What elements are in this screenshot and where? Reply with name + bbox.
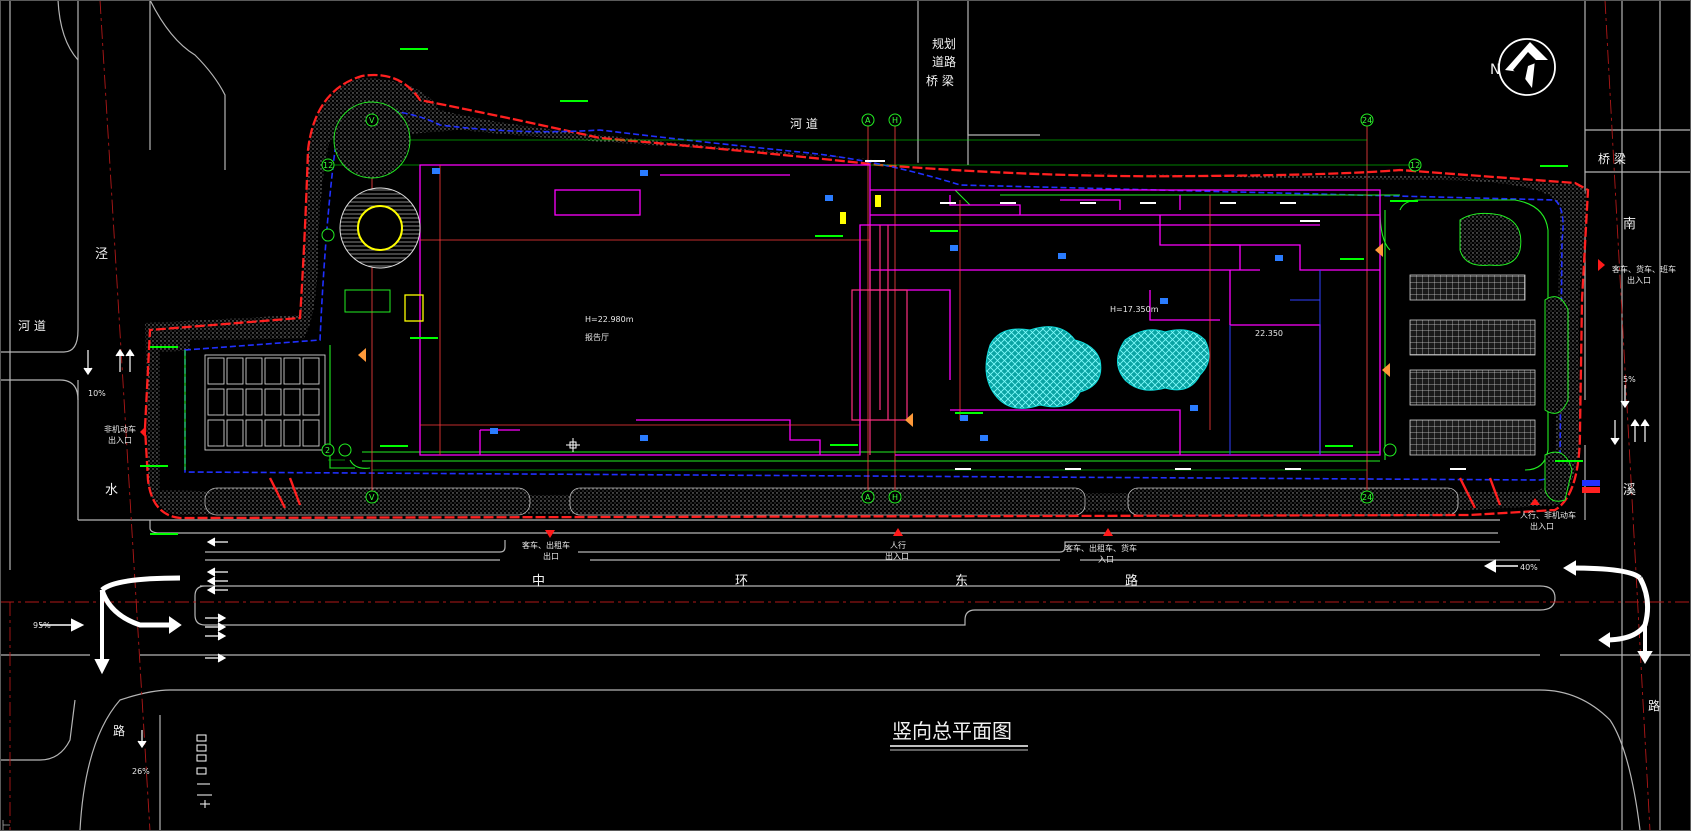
parking-stall (226, 357, 244, 385)
north-label: N (1490, 62, 1500, 78)
planned-road-label-2: 道路 (932, 54, 956, 69)
level-symbols (432, 168, 1283, 441)
slope-left-bottom: 26% (132, 767, 150, 776)
parking-stall (302, 419, 320, 447)
axis-24-bottom: 24 (1362, 493, 1372, 502)
parking-stall (264, 419, 282, 447)
parking-stall (302, 357, 320, 385)
road-lu-label: 路 (1125, 573, 1138, 589)
passenger-entry-2: 入口 (1098, 555, 1114, 564)
road-left-bottom-label: 路 (113, 723, 125, 738)
north-arrow (1498, 38, 1556, 96)
parking-stall (245, 388, 263, 416)
parking-stall (283, 419, 301, 447)
truck-entrance-2: 出入口 (1627, 275, 1651, 285)
axis-v-top: V (369, 116, 375, 125)
pedestrian-right-1: 人行、非机动车 (1520, 510, 1576, 520)
core-shaft (851, 225, 908, 455)
gate-marks (268, 477, 1502, 509)
parking-stall (245, 357, 263, 385)
sidewalk-segments (204, 487, 1459, 516)
parking-stall (283, 388, 301, 416)
internal-roads (184, 189, 1549, 471)
road-jing-label: 泾 (95, 247, 108, 262)
axis-h-bottom: H (892, 493, 898, 502)
blue-internal-lines (1229, 270, 1321, 455)
parking-stall (207, 419, 225, 447)
axis-24-top: 24 (1362, 116, 1372, 125)
parking-stall (302, 388, 320, 416)
right-parking (1409, 212, 1573, 502)
axis-gridlines (371, 120, 1368, 495)
planned-road-label-1: 规划 (932, 36, 956, 51)
parking-stall (264, 388, 282, 416)
main-building-outline (419, 164, 1381, 456)
labels: N 规划 道路 桥 梁 河 道 桥 梁 泾 水 河 道 路 南 溪 路 中 环 … (18, 36, 1676, 776)
right-elevation: H=17.350m (1110, 305, 1159, 314)
river-top-label: 河 道 (790, 117, 818, 131)
slope-left-top: 10% (88, 389, 106, 398)
red-layout-lines (420, 165, 1211, 455)
parking-stall (226, 388, 244, 416)
axis-a-bottom: A (865, 493, 871, 502)
river-left-label: 河 道 (18, 319, 46, 333)
passenger-exit-1: 客车、出租车 (522, 540, 570, 550)
planned-bridge-label: 桥 梁 (926, 73, 954, 88)
pedestrian-entrance-1: 人行 (890, 540, 906, 550)
lane-arrows (40, 559, 1653, 675)
road-xi-label: 溪 (1623, 483, 1636, 498)
truck-entrance-1: 客车、货车、班车 (1612, 264, 1676, 274)
parking-stall (245, 419, 263, 447)
nonmotor-entrance-2: 出入口 (108, 435, 132, 445)
site-boundary-redline (143, 73, 1590, 520)
axis-bubbles (321, 113, 1422, 504)
passenger-entry-1: 客车、出租车、货车 (1065, 543, 1137, 553)
center-elevation: H=22.980m (585, 315, 634, 324)
pedestrian-entrance-2: 出入口 (885, 551, 909, 561)
legend-symbols (196, 734, 212, 808)
slope-right-top: 5% (1623, 375, 1636, 384)
small-lane-arrows (83, 348, 1650, 749)
axis-2-left: 2 (325, 446, 330, 455)
parking-stall (226, 419, 244, 447)
road-right-bottom-label: 路 (1648, 698, 1660, 713)
left-building-label: 报告厅 (585, 332, 609, 342)
slope-right-mid: 40% (1520, 563, 1538, 572)
parking-stall (264, 357, 282, 385)
circular-plaza (333, 101, 424, 322)
cursor-crosshair (566, 438, 580, 452)
pedestrian-right-2: 出入口 (1530, 521, 1554, 531)
road-nan-label: 南 (1623, 216, 1636, 232)
passenger-exit-2: 出口 (543, 551, 559, 561)
road-dong-label: 东 (955, 574, 968, 589)
left-parking-lot (204, 354, 326, 451)
axis-12-left: 12 (323, 161, 333, 170)
road-huan-label: 环 (735, 574, 748, 589)
axis-12-right: 12 (1410, 161, 1420, 170)
axis-h-top: H (892, 116, 898, 125)
entrance-markers (140, 259, 1605, 538)
road-zhong-label: 中 (532, 574, 545, 589)
parking-stall (207, 388, 225, 416)
water-feature-right (1117, 329, 1210, 391)
dimension-annotations (140, 48, 1583, 535)
parking-stall (207, 357, 225, 385)
nonmotor-entrance-1: 非机动车 (104, 424, 136, 434)
drawing-title: 竖向总平面图 (892, 719, 1012, 743)
water-feature-left (985, 326, 1102, 409)
yellow-marks (840, 195, 881, 224)
elevation-value: 22.350 (1255, 329, 1283, 338)
orange-markers (358, 243, 1390, 427)
road-shui-label: 水 (105, 483, 118, 498)
bridge-right-label: 桥 梁 (1598, 151, 1626, 166)
axis-a-top: A (865, 116, 871, 125)
axis-v-bottom: V (369, 493, 375, 502)
parking-stall (283, 357, 301, 385)
slope-left-mid: 95% (33, 621, 51, 630)
ucs-icon (2, 820, 10, 831)
